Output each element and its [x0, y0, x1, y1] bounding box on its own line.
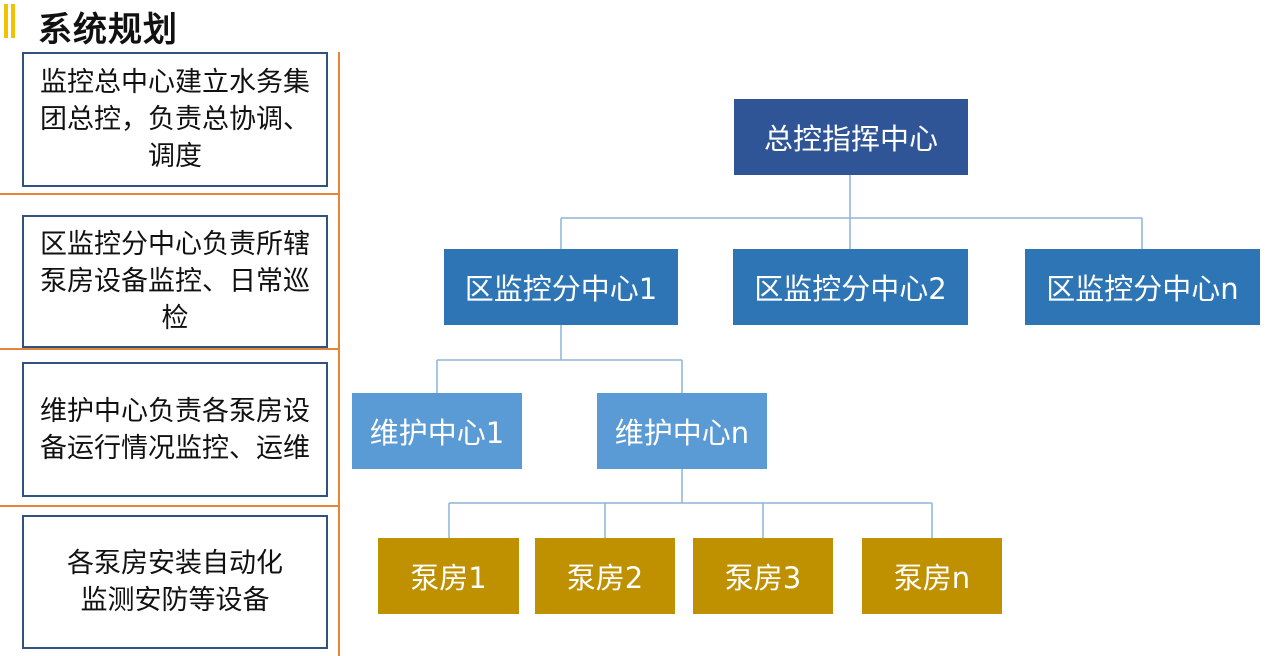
node-branch-1: 区监控分中心1 — [444, 249, 678, 325]
row-divider — [0, 193, 339, 195]
description-box-pump-room: 各泵房安装自动化监测安防等设备 — [22, 515, 328, 649]
node-pump-room-n: 泵房n — [862, 538, 1002, 614]
row-divider — [0, 505, 339, 507]
node-pump-room-2: 泵房2 — [535, 538, 675, 614]
description-box-central: 监控总中心建立水务集团总控，负责总协调、调度 — [22, 52, 328, 187]
row-divider — [0, 348, 339, 350]
node-pump-room-3: 泵房3 — [693, 538, 833, 614]
column-divider — [338, 52, 340, 656]
node-branch-2: 区监控分中心2 — [733, 249, 968, 325]
title-accent-bar — [11, 4, 15, 38]
title-accent-bar — [4, 4, 8, 38]
node-pump-room-1: 泵房1 — [378, 538, 519, 614]
page-title: 系统规划 — [38, 10, 178, 50]
description-box-branch: 区监控分中心负责所辖泵房设备监控、日常巡检 — [22, 215, 328, 348]
node-maintenance-n: 维护中心n — [597, 393, 767, 469]
node-root-command-center: 总控指挥中心 — [734, 99, 968, 175]
description-box-maintenance: 维护中心负责各泵房设备运行情况监控、运维 — [22, 362, 328, 497]
node-branch-n: 区监控分中心n — [1025, 249, 1260, 325]
node-maintenance-1: 维护中心1 — [352, 393, 522, 469]
